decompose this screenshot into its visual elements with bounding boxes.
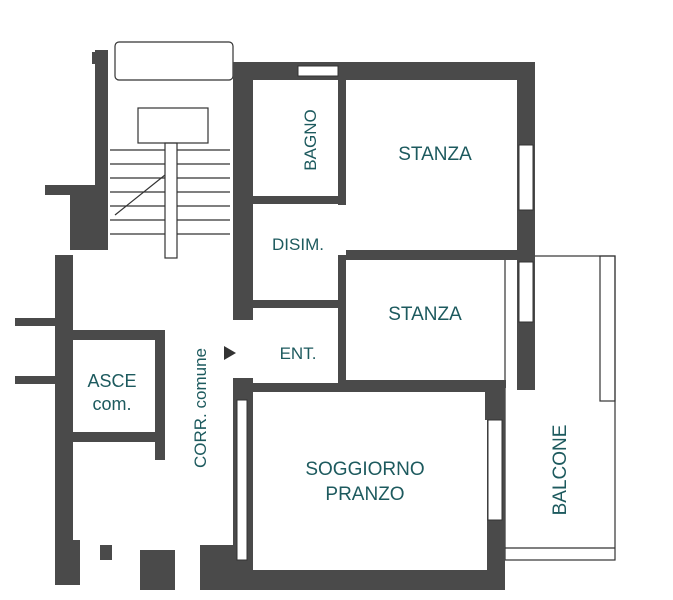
landing-outline [114, 41, 234, 81]
room-label-stanza-1: STANZA [398, 144, 472, 165]
room-label-pranzo: PRANZO [325, 484, 404, 505]
room-label-soggiorno: SOGGIORNO [305, 459, 424, 480]
room-label-asce: ASCE [87, 371, 136, 391]
room-label-disim: DISIM. [272, 235, 324, 254]
room-label-stanza-2: STANZA [388, 304, 462, 325]
room-label-ent: ENT. [280, 344, 317, 363]
entrance-arrow-icon [224, 346, 236, 360]
room-label-balcone: BALCONE [550, 425, 571, 516]
room-label-asce-com: com. [92, 394, 131, 414]
staircase [110, 107, 230, 259]
room-label-bagno: BAGNO [301, 109, 320, 170]
windows [236, 65, 534, 561]
room-label-corridor: CORR. comune [191, 348, 210, 468]
